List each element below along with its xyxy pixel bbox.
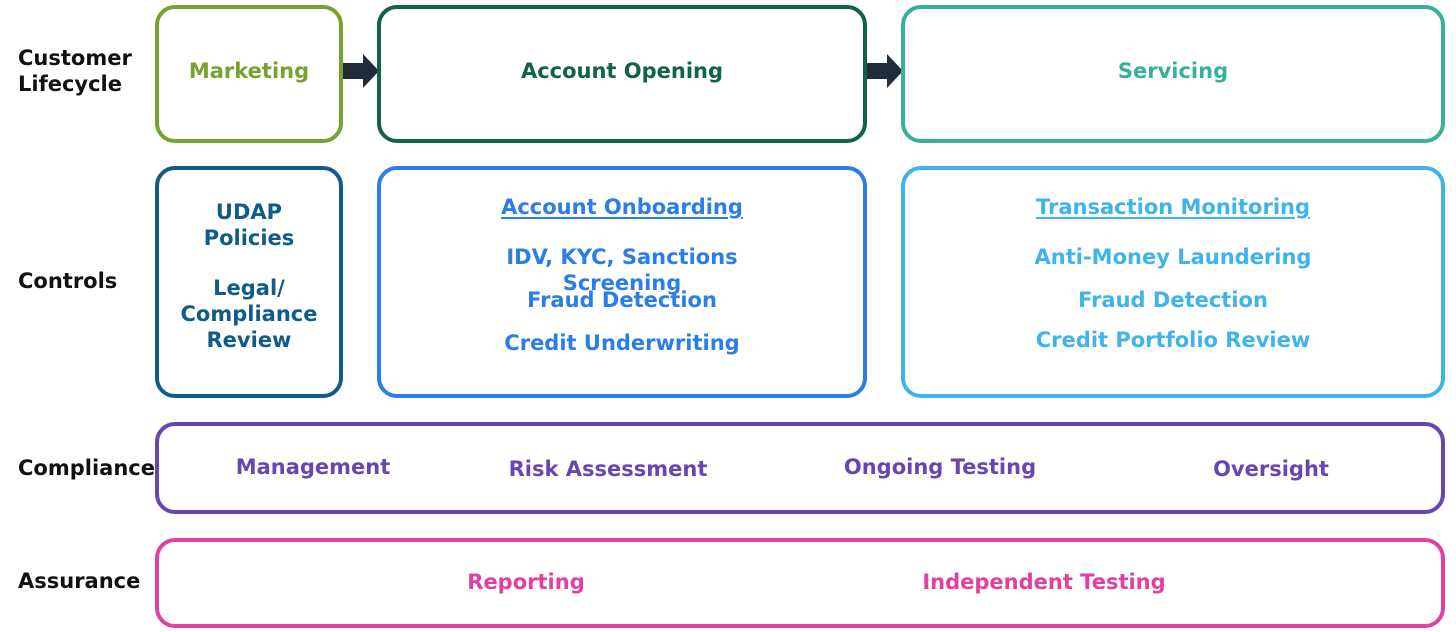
transaction-monitoring-heading: Transaction Monitoring	[1035, 195, 1311, 219]
fraud-detection-label: Fraud Detection	[527, 288, 717, 312]
row-label-compliance: Compliance	[18, 456, 155, 480]
row-label-assurance: Assurance	[18, 569, 141, 593]
marketing-stage-label: Marketing	[188, 59, 310, 83]
controls-marketing-box	[155, 166, 343, 398]
marketing-stage-box	[155, 5, 343, 143]
credit-portfolio-review-label: Credit Portfolio Review	[1035, 328, 1311, 352]
idv-kyc-sanctions-label: IDV, KYC, Sanctions Screening	[506, 245, 738, 295]
compliance-box	[155, 422, 1445, 514]
row-label-controls: Controls	[18, 269, 118, 293]
anti-money-laundering-label: Anti-Money Laundering	[1034, 245, 1312, 269]
controls-account-opening-box	[377, 166, 867, 398]
compliance-item: Ongoing Testing	[843, 455, 1037, 479]
account-opening-stage-label: Account Opening	[520, 59, 724, 83]
assurance-item: Independent Testing	[922, 570, 1166, 594]
legal-compliance-review-label: Legal/ Compliance Review	[180, 276, 318, 352]
row-label-customer-lifecycle: Customer Lifecycle	[18, 46, 132, 96]
assurance-item: Reporting	[467, 570, 585, 594]
credit-underwriting-label: Credit Underwriting	[504, 331, 740, 355]
udap-policies-label: UDAP Policies	[203, 200, 295, 250]
arrow-right-icon	[867, 54, 903, 88]
compliance-item: Oversight	[1213, 457, 1329, 481]
compliance-item: Risk Assessment	[508, 457, 708, 481]
account-onboarding-heading: Account Onboarding	[501, 195, 743, 219]
account-opening-stage-box	[377, 5, 867, 143]
compliance-item: Management	[235, 455, 391, 479]
fraud-detection-label: Fraud Detection	[1078, 288, 1268, 312]
servicing-stage-box	[901, 5, 1445, 143]
assurance-box	[155, 538, 1445, 628]
controls-servicing-box	[901, 166, 1445, 398]
servicing-stage-label: Servicing	[1117, 59, 1229, 83]
arrow-right-icon	[343, 54, 379, 88]
